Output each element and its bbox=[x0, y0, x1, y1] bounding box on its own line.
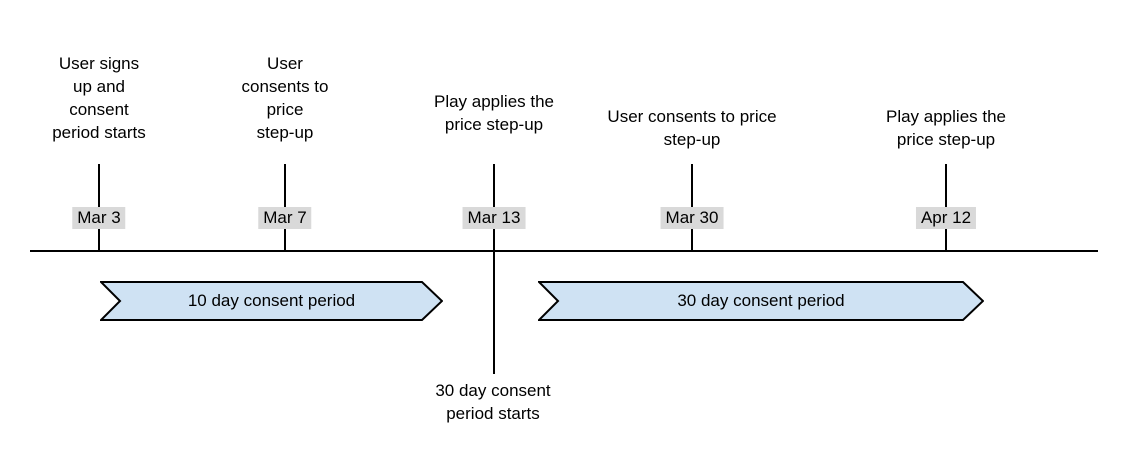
date-chip-mar-30: Mar 30 bbox=[660, 207, 724, 229]
period-banner-10-day: 10 day consent period bbox=[100, 281, 443, 321]
date-chip-mar-7: Mar 7 bbox=[258, 207, 312, 229]
date-chip-mar-13: Mar 13 bbox=[462, 207, 526, 229]
annotation-connector bbox=[493, 252, 495, 374]
date-chip-mar-3: Mar 3 bbox=[72, 207, 126, 229]
date-chip-apr-12: Apr 12 bbox=[915, 207, 977, 229]
event-label-mar-3: User signs up and consent period starts bbox=[52, 54, 146, 142]
period-banner-30-day: 30 day consent period bbox=[538, 281, 984, 321]
event-label-apr-12: Play applies the price step-up bbox=[885, 107, 1007, 149]
banner-arrow-shape bbox=[100, 281, 443, 321]
event-label-mar-30: User consents to price step-up bbox=[607, 107, 777, 149]
event-label-mar-7: User consents to price step-up bbox=[241, 54, 329, 142]
event-label-mar-13: Play applies the price step-up bbox=[433, 92, 555, 134]
banner-arrow-shape bbox=[538, 281, 984, 321]
period-label-10-day: 10 day consent period bbox=[187, 291, 356, 310]
annotation-label-consent-start: 30 day consent period starts bbox=[435, 381, 551, 423]
timeline-axis bbox=[30, 250, 1098, 252]
period-label-30-day: 30 day consent period bbox=[677, 291, 845, 310]
